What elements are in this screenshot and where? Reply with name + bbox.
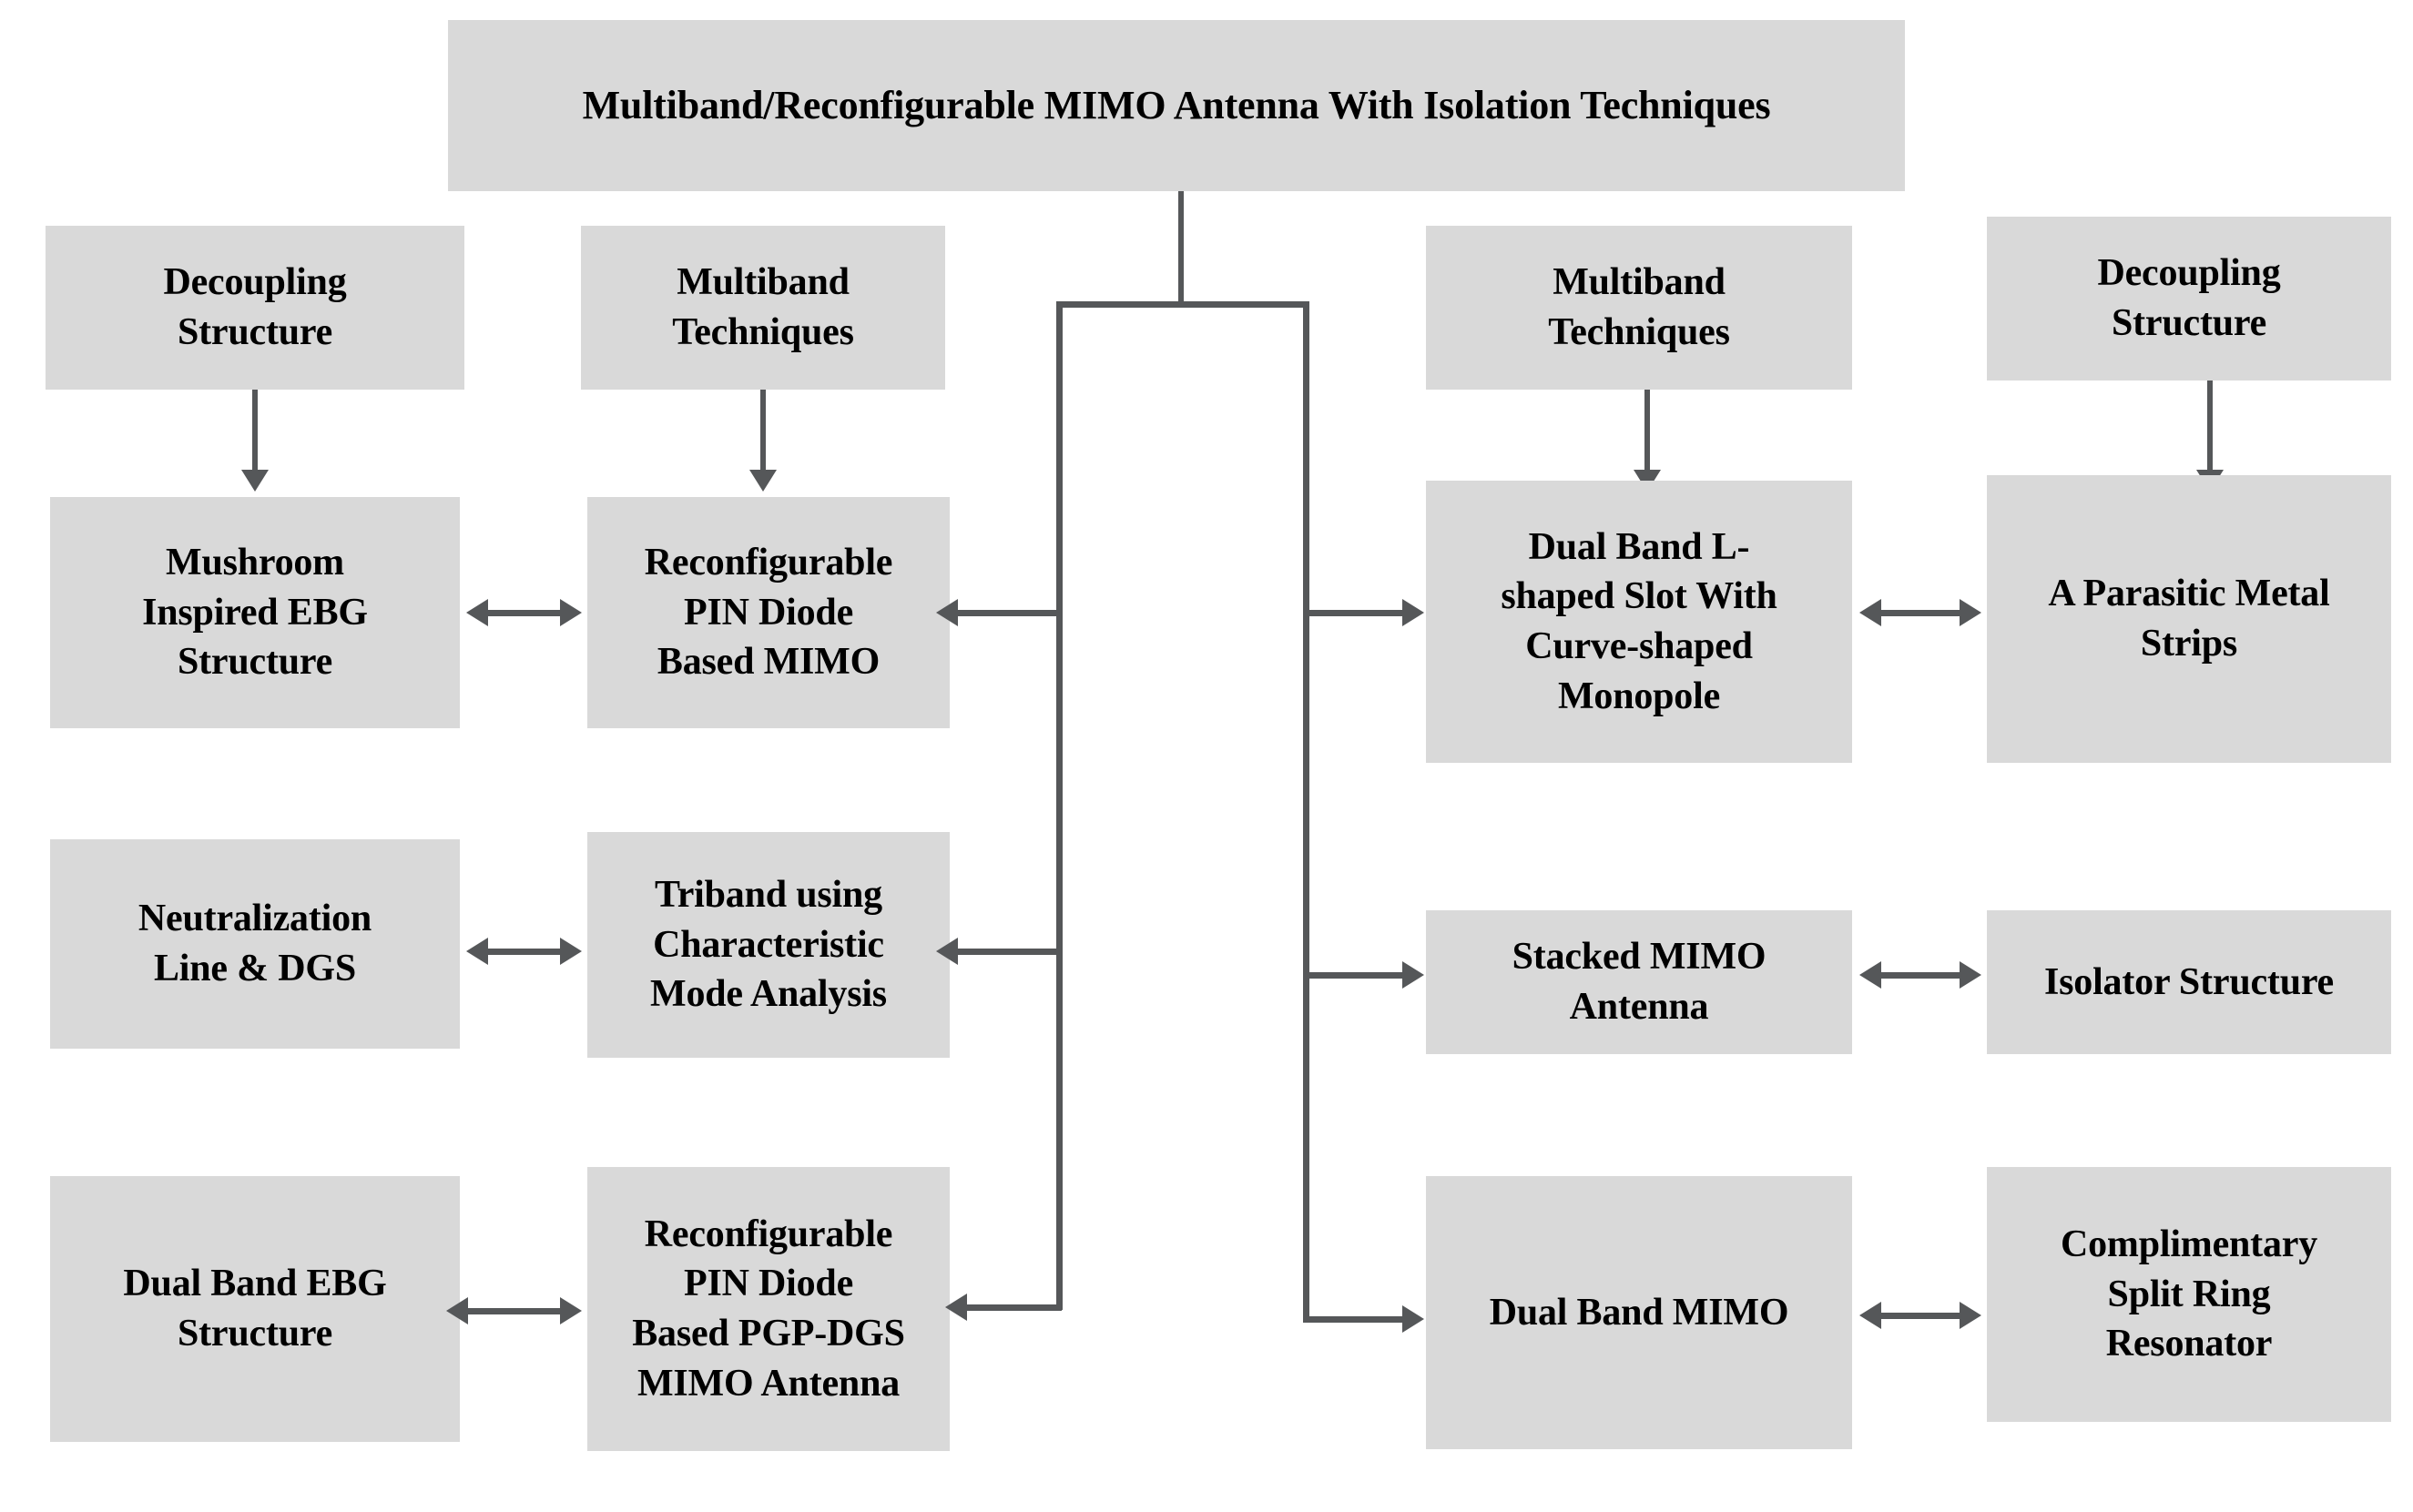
arrowhead-left-trunk-row3 xyxy=(945,1294,967,1321)
arrow-shaft-left-decoupling xyxy=(252,390,258,472)
node-reconfigurable-pin-diode-based-pgp-dgs-mimo-antenna: Reconfigurable PIN Diode Based PGP-DGS M… xyxy=(587,1167,950,1451)
arrowhead-down-left-multiband xyxy=(749,470,777,492)
connector-row3-right-pair xyxy=(1879,1313,1961,1319)
arrowhead-left-row1-left-pair xyxy=(466,599,488,626)
trunk-split-bar xyxy=(1056,301,1309,308)
header-right-multiband-techniques: Multiband Techniques xyxy=(1426,226,1852,390)
node-complimentary-split-ring-resonator: Complimentary Split Ring Resonator xyxy=(1987,1167,2391,1422)
arrowhead-left-trunk-row2 xyxy=(936,938,958,965)
connector-trunk-to-row2-left xyxy=(956,949,1061,955)
arrowhead-down-left-decoupling xyxy=(241,470,269,492)
node-dual-band-l-shaped-slot-with-curve-shaped-monopole: Dual Band L- shaped Slot With Curve-shap… xyxy=(1426,481,1852,763)
arrowhead-left-row2-right-pair xyxy=(1859,961,1881,989)
arrow-shaft-left-multiband xyxy=(760,390,766,472)
node-mushroom-inspired-ebg-structure: Mushroom Inspired EBG Structure xyxy=(50,497,460,728)
arrowhead-right-trunk-row1 xyxy=(1402,599,1424,626)
connector-trunk-to-row1-left xyxy=(956,610,1061,616)
connector-row2-left-pair xyxy=(486,949,568,955)
arrowhead-right-row2-left-pair xyxy=(560,938,582,965)
node-dual-band-mimo: Dual Band MIMO xyxy=(1426,1176,1852,1449)
node-triband-using-characteristic-mode-analysis: Triband using Characteristic Mode Analys… xyxy=(587,832,950,1058)
trunk-left-vertical xyxy=(1056,301,1063,1310)
connector-row1-right-pair xyxy=(1879,610,1961,616)
connector-row2-right-pair xyxy=(1879,972,1961,979)
connector-trunk-to-row3-right xyxy=(1308,1316,1408,1323)
connector-trunk-to-row2-right xyxy=(1308,972,1408,979)
node-stacked-mimo-antenna: Stacked MIMO Antenna xyxy=(1426,910,1852,1054)
arrowhead-right-row3-left-pair xyxy=(560,1297,582,1324)
arrowhead-left-row2-left-pair xyxy=(466,938,488,965)
arrow-shaft-right-multiband xyxy=(1644,390,1650,472)
arrow-shaft-right-decoupling xyxy=(2207,381,2213,472)
header-left-decoupling-structure: Decoupling Structure xyxy=(46,226,464,390)
trunk-stem-line xyxy=(1178,191,1184,307)
arrowhead-right-trunk-row3 xyxy=(1402,1305,1424,1333)
trunk-right-vertical xyxy=(1303,301,1309,1323)
arrowhead-right-row2-right-pair xyxy=(1960,961,1981,989)
arrowhead-left-row3-right-pair xyxy=(1859,1302,1881,1329)
arrowhead-right-row1-right-pair xyxy=(1960,599,1981,626)
root-title-node: Multiband/Reconfigurable MIMO Antenna Wi… xyxy=(448,20,1905,191)
node-neutralization-line-and-dgs: Neutralization Line & DGS xyxy=(50,839,460,1049)
arrowhead-left-trunk-row1 xyxy=(936,599,958,626)
connector-row1-left-pair xyxy=(486,610,568,616)
node-a-parasitic-metal-strips: A Parasitic Metal Strips xyxy=(1987,475,2391,763)
arrowhead-left-row1-right-pair xyxy=(1859,599,1881,626)
node-dual-band-ebg-structure: Dual Band EBG Structure xyxy=(50,1176,460,1442)
arrowhead-right-row1-left-pair xyxy=(560,599,582,626)
node-isolator-structure: Isolator Structure xyxy=(1987,910,2391,1054)
arrowhead-right-row3-right-pair xyxy=(1960,1302,1981,1329)
arrowhead-right-trunk-row2 xyxy=(1402,961,1424,989)
arrowhead-left-row3-left-pair xyxy=(446,1297,468,1324)
node-reconfigurable-pin-diode-based-mimo: Reconfigurable PIN Diode Based MIMO xyxy=(587,497,950,728)
header-left-multiband-techniques: Multiband Techniques xyxy=(581,226,945,390)
connector-trunk-to-row3-left xyxy=(965,1304,1062,1311)
connector-trunk-to-row1-right xyxy=(1308,610,1408,616)
connector-row3-left-pair xyxy=(466,1308,568,1314)
header-right-decoupling-structure: Decoupling Structure xyxy=(1987,217,2391,381)
